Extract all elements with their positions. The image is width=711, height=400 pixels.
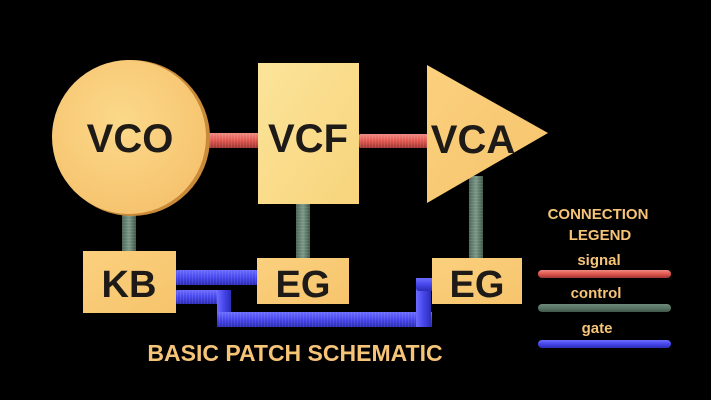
legend-control-swatch — [538, 304, 671, 312]
legend-gate-swatch — [538, 340, 671, 348]
gate-cable-kb-eg1 — [174, 270, 260, 285]
eg-vcf-label: EG — [276, 264, 331, 306]
legend-gate-label: gate — [582, 320, 613, 337]
vco-label: VCO — [87, 117, 174, 161]
legend-control-label: control — [571, 285, 622, 302]
node-vca: VCA — [427, 65, 548, 203]
vca-label: VCA — [431, 118, 515, 162]
kb-label: KB — [102, 264, 157, 306]
control-cable-eg-vcf — [296, 203, 310, 261]
vcf-label: VCF — [268, 117, 348, 161]
control-cable-kb-vco — [122, 205, 136, 255]
node-vco: VCO — [52, 60, 210, 216]
eg-vca-label: EG — [450, 264, 505, 306]
gate-cable-kb-eg2 — [174, 278, 436, 327]
legend-title-line2: LEGEND — [569, 227, 632, 244]
node-vcf: VCF — [258, 63, 359, 204]
node-kb: KB — [83, 251, 176, 313]
legend-signal-label: signal — [577, 252, 620, 269]
node-eg-vcf: EG — [257, 258, 349, 306]
diagram-title: BASIC PATCH SCHEMATIC — [147, 340, 442, 366]
signal-cable-vcf-vca — [358, 134, 430, 148]
legend-signal-swatch — [538, 270, 671, 278]
signal-cable-vco-vcf — [202, 133, 262, 148]
node-eg-vca: EG — [432, 258, 522, 306]
control-cable-eg-vca — [469, 176, 483, 258]
legend-title-line1: CONNECTION — [548, 206, 649, 223]
legend: CONNECTION LEGEND signal control gate — [538, 206, 671, 348]
